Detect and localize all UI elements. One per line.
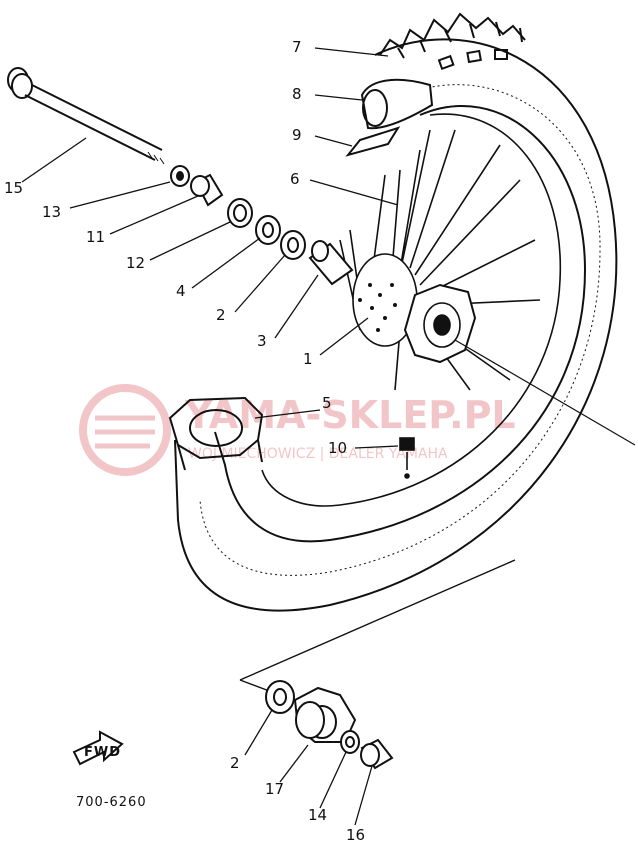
- callouts: 7 8 9 6 15 13 11 12 4 2 3 1 5 10 2 17 14…: [4, 38, 365, 844]
- tube-and-band: [345, 78, 434, 157]
- lower-group: [239, 559, 516, 696]
- callout-2: 2: [216, 306, 226, 324]
- callout-16: 16: [346, 826, 365, 844]
- callout-2-lower: 2: [230, 754, 240, 772]
- watermark-subtitle: WOJ.MIECHOWICZ | DEALER YAMAHA: [188, 446, 448, 462]
- valve: [399, 437, 415, 479]
- callout-6: 6: [290, 170, 300, 188]
- callout-4: 4: [176, 282, 186, 300]
- watermark: YAMA-SKLEP.PL WOJ.MIECHOWICZ | DEALER YA…: [79, 384, 516, 476]
- axle: [7, 67, 165, 165]
- rim-section: [168, 396, 264, 471]
- callout-14: 14: [308, 806, 327, 824]
- fwd-label: FWD: [84, 745, 121, 760]
- callout-11: 11: [86, 228, 105, 246]
- axle-parts: [170, 165, 354, 286]
- callout-3: 3: [257, 332, 267, 350]
- watermark-logo: [79, 384, 171, 476]
- diagram-code: 700-6260: [76, 795, 147, 810]
- callout-15: 15: [4, 179, 23, 197]
- callout-12: 12: [126, 254, 145, 272]
- callout-1: 1: [303, 350, 313, 368]
- callout-9: 9: [292, 126, 302, 144]
- callout-13: 13: [42, 203, 61, 221]
- fwd-arrow: FWD: [72, 730, 124, 766]
- lower-parts: [265, 680, 394, 770]
- callout-10: 10: [328, 439, 347, 457]
- callout-5: 5: [322, 394, 332, 412]
- wheel-assembly: [261, 113, 636, 507]
- leader-lines: [21, 47, 399, 826]
- callout-7: 7: [292, 38, 302, 56]
- callout-17: 17: [265, 780, 284, 798]
- callout-8: 8: [292, 85, 302, 103]
- tire: [174, 12, 618, 612]
- fwd-arrow-icon: [72, 730, 124, 766]
- watermark-brand: YAMA-SKLEP.PL: [184, 393, 516, 437]
